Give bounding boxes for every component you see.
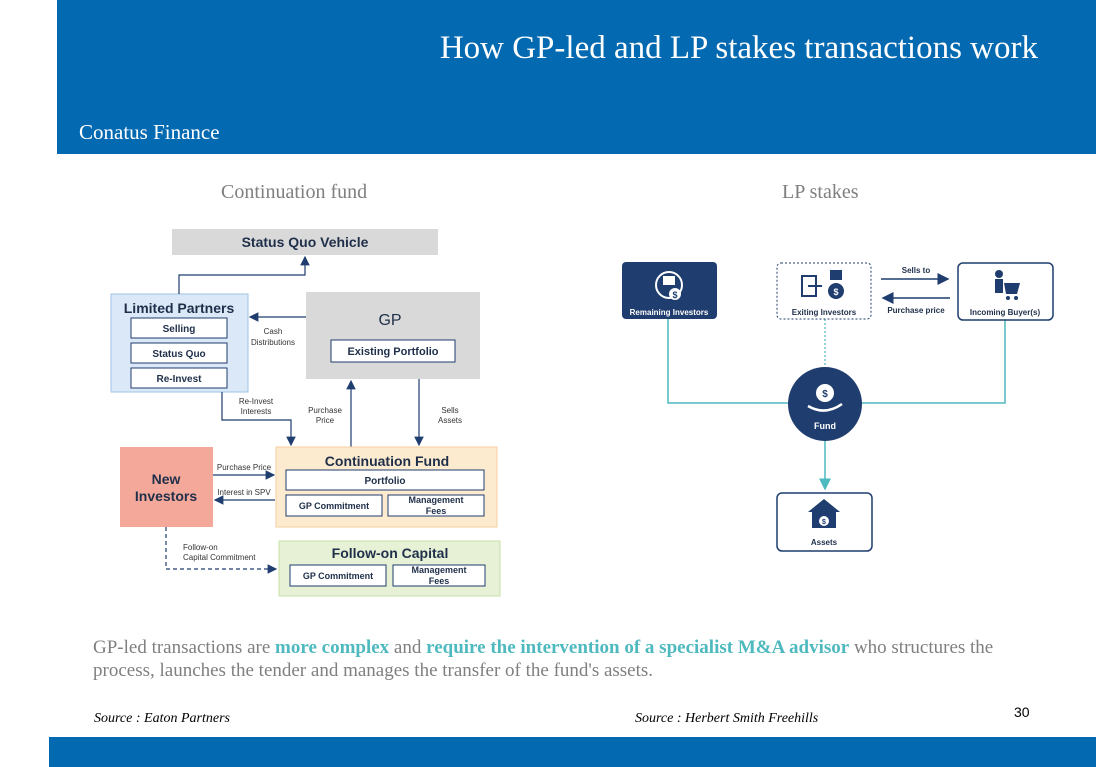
source-herbert: Source : Herbert Smith Freehills: [635, 711, 819, 726]
existing-portfolio-label: Existing Portfolio: [347, 346, 438, 358]
lp-item-status-quo: Status Quo: [152, 349, 205, 360]
purchase-price-label-1: Purchase: [308, 406, 342, 415]
footer-bar: [49, 737, 1096, 767]
gp-box: [306, 292, 480, 379]
fo-management-fees-2: Fees: [429, 576, 450, 586]
continuation-fund-subtitle: Continuation fund: [221, 181, 368, 203]
lp-item-selling: Selling: [163, 324, 196, 335]
reinvest-label-2: Interests: [241, 407, 272, 416]
lp-item-reinvest: Re-Invest: [156, 374, 202, 385]
highlight-more-complex: more complex: [275, 637, 390, 658]
assets-label: Assets: [811, 538, 838, 547]
shopping-cart-icon: [995, 270, 1020, 300]
svg-text:$: $: [822, 389, 828, 400]
remaining-investors-box: [622, 262, 717, 319]
header-bar: How GP-led and LP stakes transactions wo…: [57, 0, 1096, 154]
purchase-price-lp-label: Purchase price: [887, 306, 945, 315]
limited-partners-title: Limited Partners: [124, 300, 235, 316]
fo-management-fees-1: Management: [411, 565, 466, 575]
lp-stakes-subtitle: LP stakes: [782, 181, 859, 203]
page-number: 30: [1014, 704, 1030, 720]
cf-management-fees-2: Fees: [426, 506, 447, 516]
follow-on-label-2: Capital Commitment: [183, 553, 256, 562]
description-part-3: who structures the process, launches the…: [93, 637, 994, 681]
remaining-investors-label: Remaining Investors: [630, 308, 709, 317]
cash-label-1: Cash: [264, 327, 283, 336]
sells-assets-label-1: Sells: [441, 406, 458, 415]
description-text: GP-led transactions are more complex and…: [93, 636, 1053, 682]
svg-text:$: $: [833, 287, 838, 297]
fo-gp-commitment: GP Commitment: [303, 571, 373, 581]
source-eaton: Source : Eaton Partners: [94, 711, 230, 726]
sells-to-label: Sells to: [902, 266, 931, 275]
follow-on-label-1: Follow-on: [183, 543, 218, 552]
cf-gp-commitment: GP Commitment: [299, 501, 369, 511]
incoming-buyers-box: [957, 262, 1054, 321]
exit-money-icon: $: [801, 270, 844, 299]
fund-label: Fund: [814, 421, 836, 431]
brand-name: Conatus Finance: [79, 120, 220, 144]
sells-assets-label-2: Assets: [438, 416, 462, 425]
description-part-2: and: [389, 637, 427, 658]
fund-circle: [788, 367, 862, 441]
purchase-price-arrow-label: Purchase Price: [217, 463, 272, 472]
page-title: How GP-led and LP stakes transactions wo…: [439, 30, 1038, 66]
hand-money-icon: $: [807, 384, 843, 412]
exiting-investors-box: [776, 262, 872, 320]
cf-management-fees-1: Management: [408, 495, 463, 505]
cf-portfolio-label: Portfolio: [364, 476, 405, 487]
exiting-investors-label: Exiting Investors: [792, 308, 857, 317]
reinvest-label-1: Re-Invest: [239, 397, 274, 406]
description-part-1: GP-led transactions are: [93, 637, 276, 658]
house-money-icon: $: [808, 499, 840, 528]
new-investors-label-2: Investors: [135, 488, 197, 504]
svg-text:$: $: [822, 519, 826, 526]
new-investors-label-1: New: [152, 471, 181, 487]
new-investors-box: [120, 447, 213, 527]
purchase-price-label-2: Price: [316, 416, 335, 425]
gp-title: GP: [378, 312, 401, 329]
status-quo-vehicle-box: [172, 229, 438, 255]
interest-spv-label: Interest in SPV: [217, 488, 271, 497]
continuation-fund-title: Continuation Fund: [325, 453, 449, 469]
cash-label-2: Distributions: [251, 338, 295, 347]
highlight-ma-advisor: require the intervention of a specialist…: [426, 637, 850, 658]
incoming-buyers-label: Incoming Buyer(s): [970, 308, 1041, 317]
svg-text:$: $: [672, 290, 677, 300]
status-quo-vehicle-label: Status Quo Vehicle: [242, 234, 369, 250]
money-bag-icon: $: [655, 271, 683, 300]
follow-on-capital-title: Follow-on Capital: [332, 545, 449, 561]
